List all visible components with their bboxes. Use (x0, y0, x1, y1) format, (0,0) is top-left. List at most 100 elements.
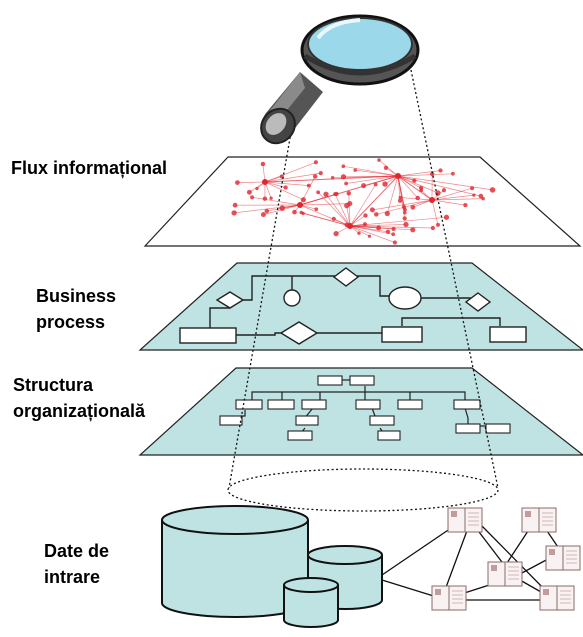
network-node (333, 231, 338, 236)
network-node (233, 203, 238, 208)
network-node (344, 182, 348, 186)
network-node (444, 215, 449, 220)
org-chart-box (288, 431, 312, 440)
org-chart-box (318, 376, 342, 385)
network-node (247, 190, 252, 195)
network-node (431, 226, 435, 230)
business-label-line1: Business (36, 283, 116, 309)
document-icon (432, 586, 466, 610)
network-node (442, 188, 446, 192)
document-links (382, 522, 560, 600)
org-chart-box (454, 400, 480, 409)
network-node (370, 207, 375, 212)
org-chart-box (302, 400, 326, 409)
flux-label: Flux informațional (11, 158, 167, 178)
layer-label-business: Business process (36, 283, 116, 335)
document-icon (448, 508, 482, 532)
process-box (382, 327, 422, 342)
org-chart-box (296, 416, 318, 425)
network-node (403, 216, 407, 220)
network-node (269, 197, 272, 200)
org-chart-box (378, 431, 400, 440)
org-chart-box (356, 400, 380, 409)
network-node (403, 222, 408, 227)
network-node (292, 210, 297, 215)
network-node (415, 196, 420, 201)
network-node (412, 179, 416, 183)
process-box (490, 327, 526, 342)
network-node (250, 195, 254, 199)
layer-label-structura: Structura organizațională (13, 372, 145, 424)
process-box (180, 328, 236, 343)
org-chart-box (456, 424, 480, 433)
org-chart-box (350, 376, 374, 385)
structura-label-line1: Structura (13, 372, 145, 398)
org-chart-box (236, 400, 262, 409)
business-label-line2: process (36, 309, 116, 335)
network-node (231, 210, 236, 215)
network-node (393, 240, 397, 244)
network-node (451, 172, 455, 176)
network-node (368, 235, 371, 238)
document-icon (546, 546, 580, 570)
org-chart-box (220, 416, 242, 425)
network-node (314, 207, 318, 211)
network-hub (262, 179, 268, 185)
network-node (263, 196, 267, 200)
network-node (316, 190, 320, 194)
org-chart-box (370, 416, 394, 425)
layer-label-date: Date de intrare (44, 538, 109, 590)
network-node (382, 181, 387, 186)
document-icon (488, 562, 522, 586)
network-node (377, 158, 381, 162)
network-node (463, 203, 467, 207)
network-node (481, 197, 485, 201)
document-icon (540, 586, 574, 610)
structura-label-line2: organizațională (13, 398, 145, 424)
network-node (363, 213, 367, 217)
network-node (235, 180, 240, 185)
network-node (261, 162, 266, 167)
network-node (347, 201, 352, 206)
org-chart-box (268, 400, 294, 409)
document-icon (522, 508, 556, 532)
network-node (319, 171, 323, 175)
network-node (490, 187, 496, 193)
network-node (403, 211, 407, 215)
network-node (314, 160, 318, 164)
network-node (347, 191, 352, 196)
database-group (162, 506, 382, 627)
network-node (261, 212, 266, 217)
magnifying-glass-icon (254, 16, 418, 150)
network-node (410, 227, 415, 232)
network-hub (429, 197, 435, 203)
network-node (470, 186, 474, 190)
layer-label-flux: Flux informațional (11, 155, 167, 181)
network-node (323, 192, 328, 197)
network-node (374, 212, 379, 217)
document-nodes (432, 508, 580, 610)
process-circle (284, 290, 300, 306)
network-hub (297, 202, 303, 208)
network-node (313, 174, 318, 179)
process-ellipse (389, 287, 421, 309)
network-hub (347, 223, 353, 229)
org-chart-box (486, 424, 510, 433)
network-node (391, 232, 395, 236)
network-node (353, 168, 357, 172)
network-node (438, 168, 442, 172)
network-node (436, 223, 440, 227)
network-node (301, 197, 306, 202)
network-node (472, 193, 475, 196)
network-node (279, 205, 285, 211)
date-label-line1: Date de (44, 538, 109, 564)
network-node (307, 184, 311, 188)
org-chart-box (398, 400, 422, 409)
date-label-line2: intrare (44, 564, 109, 590)
network-node (341, 164, 345, 168)
network-node (299, 211, 303, 215)
database-small-icon (284, 578, 338, 627)
network-node (283, 185, 287, 189)
network-node (357, 232, 360, 235)
